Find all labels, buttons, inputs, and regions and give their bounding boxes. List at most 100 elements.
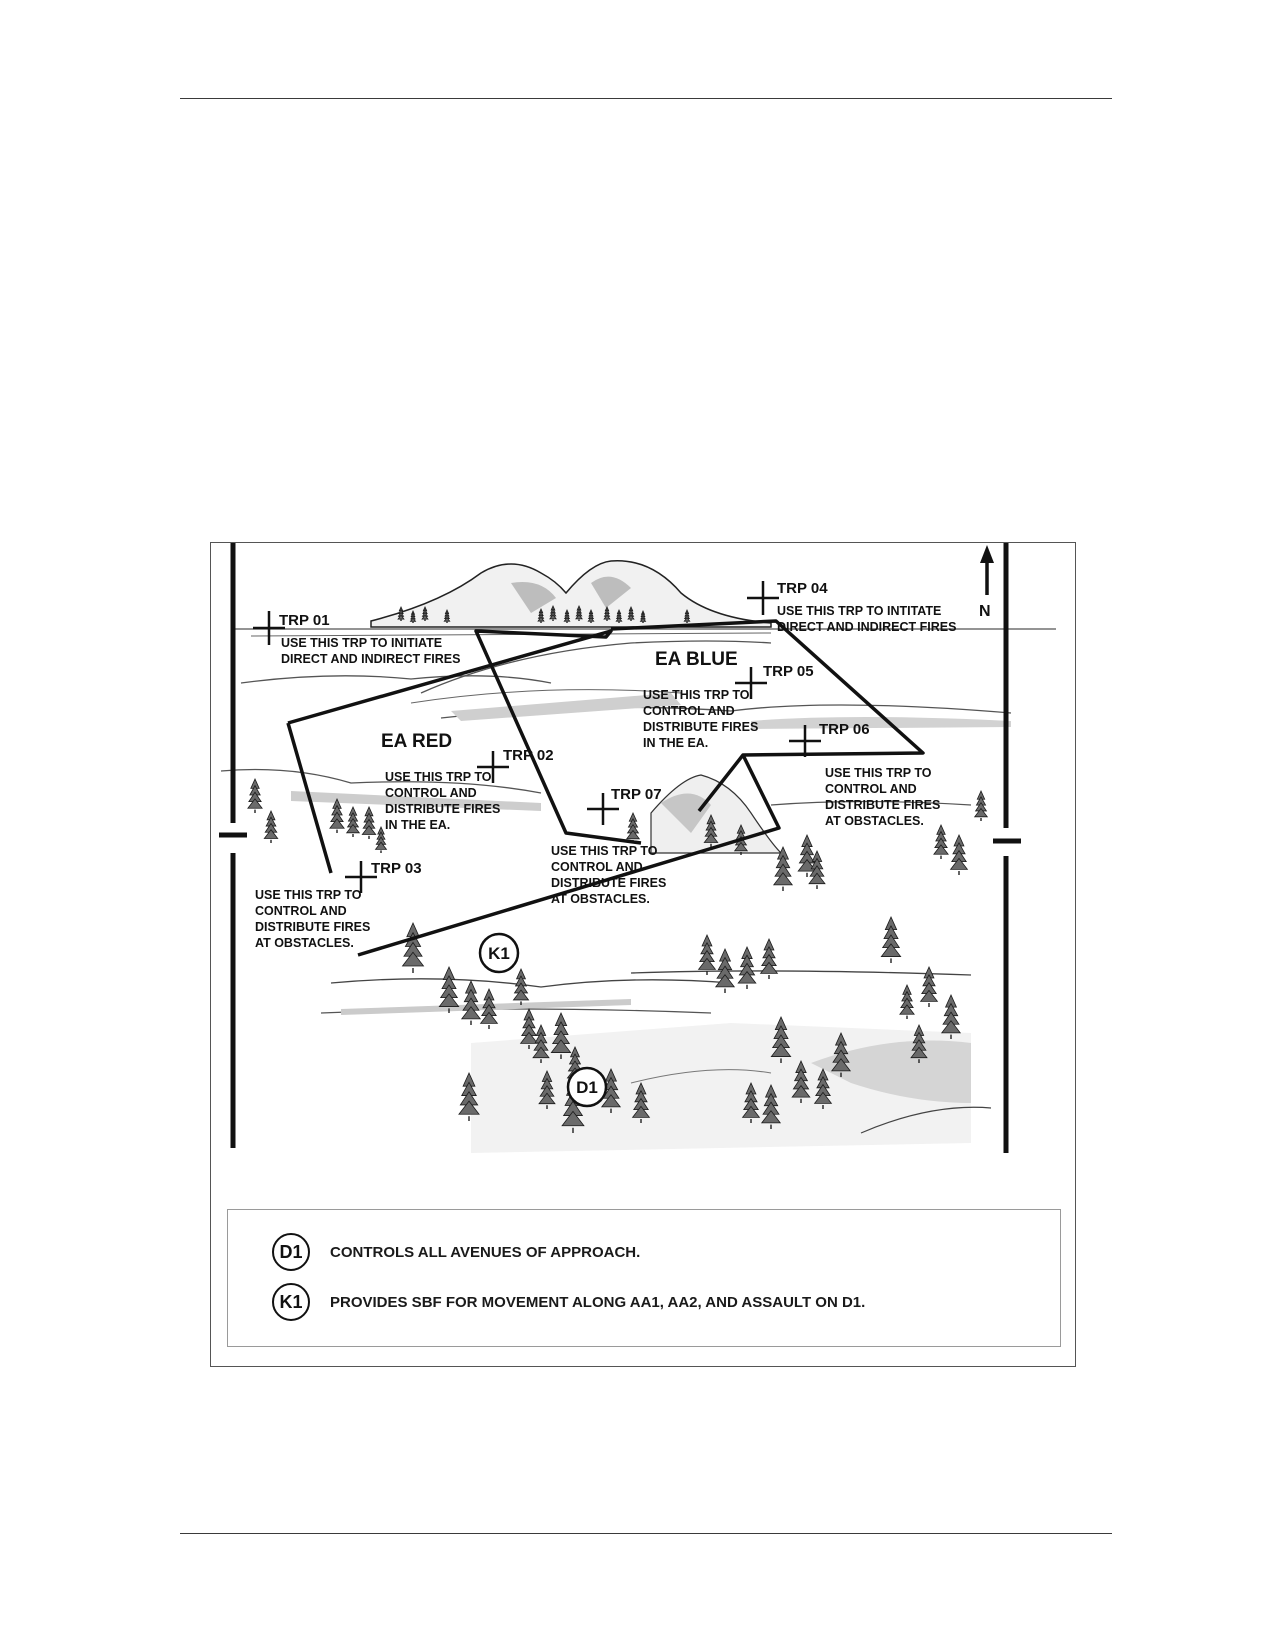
trp-02-note-3: DISTRIBUTE FIRES (385, 802, 500, 816)
position-d1: D1 (566, 1066, 608, 1108)
trp-07-note-4: AT OBSTACLES. (551, 892, 650, 906)
tree-tier (714, 974, 736, 988)
legend-row-k1: K1 PROVIDES SBF FOR MOVEMENT ALONG AA1, … (272, 1282, 865, 1322)
trp-03-note-4: AT OBSTACLES. (255, 936, 354, 950)
tree-tier (549, 614, 557, 620)
tree-tier (697, 957, 717, 970)
legend-box: D1 CONTROLS ALL AVENUES OF APPROACH. K1 … (227, 1209, 1061, 1347)
legend-text-d1: CONTROLS ALL AVENUES OF APPROACH. (330, 1243, 641, 1261)
tree-tier (772, 872, 794, 886)
tree-tier (532, 1046, 550, 1059)
north-label: N (979, 603, 991, 620)
ea-boundaries (286, 619, 925, 957)
tree-tier (479, 1011, 499, 1024)
tree-tier (345, 823, 361, 834)
legend-row-d1: D1 CONTROLS ALL AVENUES OF APPROACH. (272, 1232, 640, 1272)
tree-tier (830, 1058, 852, 1072)
trp-07-note-1: USE THIS TRP TO (551, 844, 658, 858)
engagement-link (357, 754, 781, 957)
tree-tier (770, 1043, 792, 1057)
trp-05-note-1: USE THIS TRP TO (643, 688, 750, 702)
tree-tier (973, 807, 989, 818)
tree-tier (438, 993, 460, 1007)
frame-bars (219, 543, 1021, 1153)
tree-tier (940, 1020, 962, 1034)
trees (247, 605, 989, 1133)
trp-06-note-3: DISTRIBUTE FIRES (825, 798, 940, 812)
trp-01-note-2: DIRECT AND INDIRECT FIRES (281, 652, 460, 666)
tree-tier (263, 829, 279, 839)
tree-tier (443, 616, 451, 622)
tree-tier (401, 951, 425, 967)
tree-tier (550, 1039, 572, 1053)
bottom-rule (180, 1533, 1112, 1534)
tree-tier (919, 989, 939, 1002)
trp-02-note-2: CONTROL AND (385, 786, 477, 800)
tree-tier (791, 1084, 811, 1098)
trp-05-label: TRP 05 (763, 663, 814, 680)
tree-tier (575, 614, 583, 620)
trp-07-note-2: CONTROL AND (551, 860, 643, 874)
tree-tier (733, 841, 749, 852)
tree-tier (760, 1110, 782, 1124)
ea-red-label: EA RED (381, 731, 452, 752)
position-k1: K1 (478, 932, 520, 974)
tree-tier (737, 970, 757, 984)
tree-tier (639, 617, 647, 622)
trp-02-label: TRP 02 (503, 747, 554, 764)
tree-tier (703, 833, 719, 843)
trp-07-note-3: DISTRIBUTE FIRES (551, 876, 666, 890)
tree-tier (247, 798, 263, 809)
trp-04-note-1: USE THIS TRP TO INTITATE (777, 604, 941, 618)
tree-tier (615, 616, 623, 622)
trp-07-label: TRP 07 (611, 786, 662, 803)
legend-text-k1: PROVIDES SBF FOR MOVEMENT ALONG AA1, AA2… (330, 1293, 866, 1311)
ea-blue-label: EA BLUE (655, 649, 738, 670)
trp-06-note-4: AT OBSTACLES. (825, 814, 924, 828)
tree-tier (397, 614, 405, 620)
trp-03-note-3: DISTRIBUTE FIRES (255, 920, 370, 934)
tree-tier (880, 943, 902, 957)
trp-02-note-1: USE THIS TRP TO (385, 770, 492, 784)
trp-06-note-1: USE THIS TRP TO (825, 766, 932, 780)
tree-tier (538, 1092, 556, 1105)
trp-06-label: TRP 06 (819, 721, 870, 738)
tree-tier (899, 1004, 915, 1015)
trp-04-label: TRP 04 (777, 580, 828, 597)
trp-05-note-2: CONTROL AND (643, 704, 735, 718)
trp-markers (253, 581, 821, 893)
tree-tier (949, 857, 969, 870)
legend-badge-k1: K1 (272, 1283, 310, 1321)
tree-tier (910, 1046, 928, 1059)
tree-tier (631, 1105, 651, 1118)
tree-tier (627, 614, 635, 620)
trp-05-note-4: IN THE EA. (643, 736, 708, 750)
tree-tier (741, 1105, 761, 1118)
ea-red-west-leg (286, 722, 333, 874)
terrain-sketch: N EA RED EA BLUE TRP 01 USE THIS TRP TO … (219, 543, 1056, 1153)
tree-tier (537, 616, 545, 622)
trp-05-note-3: DISTRIBUTE FIRES (643, 720, 758, 734)
trp-03-label: TRP 03 (371, 860, 422, 877)
trp-02-note-4: IN THE EA. (385, 818, 450, 832)
tree-tier (519, 1031, 539, 1044)
ea-red-boundary (287, 629, 642, 845)
tree-tier (421, 614, 429, 620)
legend-badge-d1: D1 (272, 1233, 310, 1271)
position-d1-label: D1 (576, 1078, 598, 1097)
trp-03-note-2: CONTROL AND (255, 904, 347, 918)
tree-tier (361, 825, 377, 835)
tree-tier (563, 616, 571, 622)
tree-tier (374, 841, 388, 850)
trp-04-note-2: DIRECT AND INDIRECT FIRES (777, 620, 956, 634)
tree-tier (813, 1091, 833, 1104)
tree-tier (808, 872, 826, 885)
trp-03-note-1: USE THIS TRP TO (255, 888, 362, 902)
top-rule (180, 98, 1112, 99)
north-arrow: N (979, 545, 994, 620)
tree-tier (600, 1094, 622, 1108)
tree-tier (625, 829, 641, 840)
tree-tier (587, 616, 595, 622)
tree-tier (409, 617, 417, 622)
tree-tier (329, 818, 345, 829)
